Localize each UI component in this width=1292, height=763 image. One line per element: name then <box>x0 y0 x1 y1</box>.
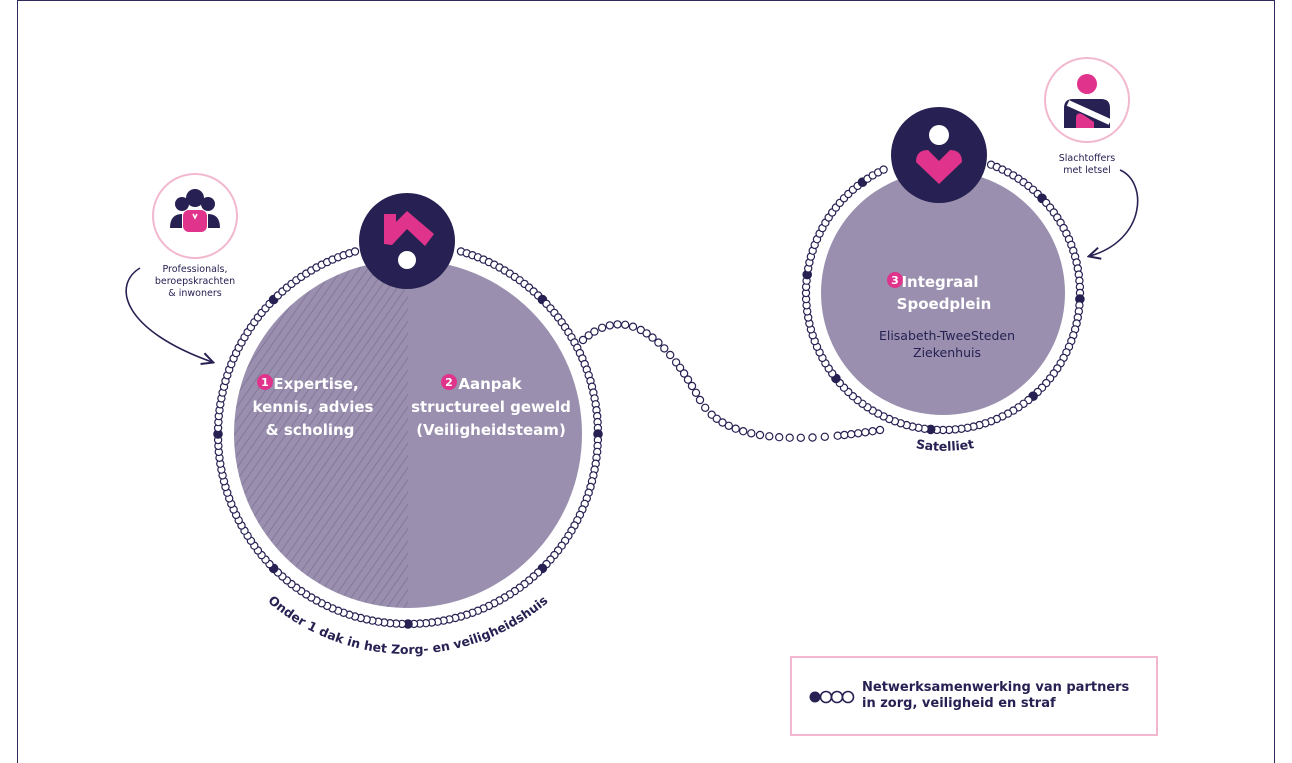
hospital-line1: Elisabeth-TweeSteden <box>879 328 1015 343</box>
professionals-label-line3: & inwoners <box>168 288 221 299</box>
chain-link <box>683 375 693 384</box>
chain-link <box>701 403 710 412</box>
house-icon <box>359 193 455 289</box>
number-badge-3 <box>887 272 903 288</box>
legend-text: Netwerksamenwerking van partners in zorg… <box>862 680 1152 712</box>
chain-link <box>671 358 681 367</box>
chain-link <box>808 433 817 442</box>
group-people-icon <box>152 173 238 259</box>
heart-person-icon <box>891 107 987 203</box>
chain-link <box>820 432 830 441</box>
chain-link <box>775 433 784 442</box>
chain-link <box>621 320 630 329</box>
chain-link <box>691 388 701 397</box>
chain-link <box>584 331 593 340</box>
chain-link <box>861 428 870 437</box>
chain-link <box>854 429 863 438</box>
injured-person-icon <box>1044 57 1130 143</box>
chain-link <box>605 321 615 330</box>
chain-link <box>765 432 774 441</box>
number-badge-1 <box>257 374 273 390</box>
legend-line1: Netwerksamenwerking van partners <box>862 680 1130 695</box>
chain-link <box>654 338 663 347</box>
chain-link <box>785 433 794 442</box>
chain-link <box>724 421 734 430</box>
chain-link <box>597 323 607 332</box>
chain-link <box>718 418 727 427</box>
chain-link <box>613 320 622 329</box>
professionals-label-line2: beroepskrachten <box>155 276 235 287</box>
chain-link <box>642 329 651 338</box>
aanpak-line3: (Veiligheidsteam) <box>416 421 566 439</box>
frame-border <box>17 0 1275 763</box>
chain-link <box>840 430 849 440</box>
chain-link <box>675 363 685 372</box>
chain-legend-icon <box>809 690 855 704</box>
victims-label-line2: met letsel <box>1063 165 1111 176</box>
satellite-circle <box>801 160 1085 435</box>
spoedplein-title-line1: Integraal <box>901 273 978 291</box>
expertise-line3: & scholing <box>266 421 355 439</box>
chain-link <box>833 431 842 440</box>
chain-link <box>590 327 599 336</box>
chain-link <box>747 429 756 438</box>
chain-link <box>666 350 675 360</box>
hospital-line2: Ziekenhuis <box>913 345 981 360</box>
chain-link <box>578 335 588 345</box>
aanpak-line1: Aanpak <box>458 375 522 393</box>
chain-link <box>731 424 740 433</box>
aanpak-line2: structureel geweld <box>411 398 571 416</box>
chain-link <box>739 427 748 436</box>
satellite-caption: Satelliet <box>915 436 975 454</box>
professionals-label-line1: Professionals, <box>162 264 227 275</box>
expertise-line1: Expertise, <box>273 375 358 393</box>
expertise-line2: kennis, advies <box>253 398 374 416</box>
number-badge-3-text: 3 <box>891 274 899 287</box>
main-circle-chain-ring <box>213 247 603 629</box>
chain-link <box>879 165 888 174</box>
chain-link <box>687 381 697 391</box>
chain-link <box>712 414 722 423</box>
main-circle-right-half <box>408 260 582 608</box>
satellite-circle-chain-ring <box>801 160 1085 435</box>
satellite-circle-fill <box>821 171 1065 415</box>
chain-link <box>628 322 638 331</box>
chain-link <box>350 247 360 256</box>
chain-link <box>648 333 657 342</box>
number-badge-1-text: 1 <box>261 376 269 389</box>
professionals-arrow <box>125 267 212 362</box>
chain-link <box>695 395 705 405</box>
chain-link <box>755 430 765 440</box>
victims-label-line1: Slachtoffers <box>1059 153 1116 164</box>
chain-link <box>847 430 856 439</box>
spoedplein-title-line2: Spoedplein <box>897 295 992 313</box>
legend: Netwerksamenwerking van partners in zorg… <box>790 656 1158 736</box>
victims-arrow <box>1090 169 1139 256</box>
chain-link <box>660 344 669 353</box>
connector-chain <box>578 320 885 442</box>
main-circle-left-half <box>234 260 408 608</box>
chain-link <box>679 369 689 378</box>
chain-link <box>868 427 877 436</box>
satellite-caption-text: Satelliet <box>915 436 975 454</box>
chain-link <box>796 433 806 442</box>
number-badge-2 <box>441 374 457 390</box>
main-circle <box>213 247 603 629</box>
number-badge-2-text: 2 <box>445 376 453 389</box>
legend-line2: in zorg, veiligheid en straf <box>862 696 1056 711</box>
chain-link <box>875 425 885 435</box>
